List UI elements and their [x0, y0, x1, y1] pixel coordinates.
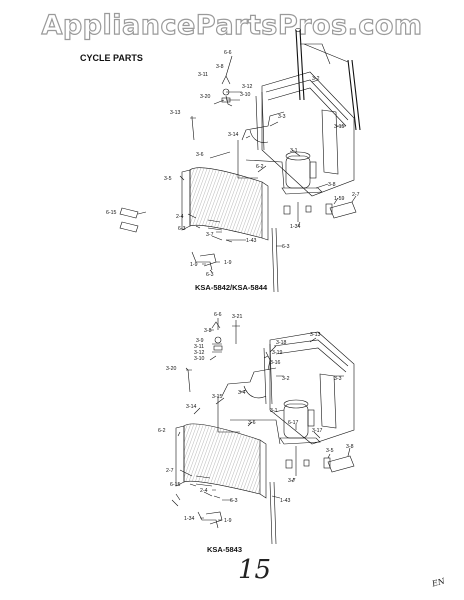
label-6-2-2: 6-2	[158, 428, 166, 434]
label-3-8-3: 3-8	[346, 444, 354, 450]
label-6-17-2: 6-17	[288, 420, 298, 426]
label-3-18: 3-18	[276, 340, 286, 346]
label-6-6-2: 6-6	[214, 312, 222, 318]
label-1-9: 1-9	[224, 260, 232, 266]
label-6-3-2: 6-3	[230, 498, 238, 504]
label-3-12: 3-10	[240, 92, 250, 98]
label-2-4-2: 2-4	[200, 488, 208, 494]
label-3-19: 3-19	[272, 350, 282, 356]
label-3-21: 3-21	[232, 314, 242, 320]
label-1-9-2: 1-9	[224, 518, 232, 524]
label-3-20: 3-13	[170, 110, 180, 116]
label-3-5: 1-59	[334, 196, 344, 202]
diagram-top: 6-6 3-8 3-11 3-12 3-10 3-20 3-13 3-2 3-3…	[106, 28, 361, 293]
label-3-15-2: 3-15	[212, 394, 222, 400]
label-3-20-2: 3-20	[166, 366, 176, 372]
label-3-17: 3-17	[312, 428, 322, 434]
label-3-5-2: 3-5	[326, 448, 334, 454]
label-3-3-2: 3-3	[334, 376, 342, 382]
label-3-8: 3-8	[216, 64, 224, 70]
label-3-13: 3-2	[312, 76, 320, 82]
label-3-6-2: 3-6	[248, 420, 256, 426]
label-2-7-2: 2-7	[166, 468, 174, 474]
label-6-3: 1-43	[246, 238, 256, 244]
label-6-15-2: 6-15	[170, 482, 180, 488]
label-6-6: 6-6	[224, 50, 232, 56]
label-3-1-2: 3-1	[270, 408, 278, 414]
label-1-43: 6-3	[282, 244, 290, 250]
diagram-top-caption: KSA-5842/KSA-5844	[195, 283, 268, 292]
side-rod-part	[347, 59, 361, 131]
label-3-16: 3-16	[270, 360, 280, 366]
label-3-15: 3-14	[228, 132, 238, 138]
condenser-coil-part-2	[263, 331, 355, 445]
label-2-7: 2-4	[176, 214, 184, 220]
label-1-59: 6-15	[106, 210, 116, 216]
label-6-17: 3-1	[290, 148, 298, 154]
handwritten-page-mark: 15	[238, 555, 272, 585]
label-3-12-2: 3-12	[194, 350, 204, 356]
label-6-3-b: 6-3	[206, 272, 214, 278]
small-parts-2	[171, 369, 355, 545]
label-3-7-2: 3-7	[288, 478, 296, 484]
label-3-9: 3-9	[196, 338, 204, 344]
label-3-13-2: 3-13	[310, 332, 320, 338]
label-3-11: 3-12	[242, 84, 252, 90]
section-title: CYCLE PARTS	[80, 53, 143, 63]
label-3-3: 3-15	[334, 124, 344, 130]
label-3-6: 6-2	[256, 164, 264, 170]
label-1-34-2: 1-34	[184, 516, 194, 522]
label-3-7: 1-34	[290, 224, 300, 230]
label-3-1: 3-8	[328, 182, 336, 188]
diagram-bottom: 6-6 3-8 3-21 3-13 3-9 3-11 3-12 3-10 3-1…	[158, 312, 355, 545]
label-6-2: 3-5	[164, 176, 172, 182]
label-3-8-c: 2-7	[352, 192, 360, 198]
label-3-10: 3-20	[200, 94, 210, 100]
compressor-part	[281, 151, 323, 195]
label-3-14-2: 3-14	[186, 404, 196, 410]
label-3-10-2: 3-10	[194, 356, 204, 362]
label-6-15: 6-3	[178, 226, 186, 232]
compressor-part-2	[279, 399, 321, 445]
watermark-logo: AppliancePartsPros.com	[41, 9, 423, 41]
label-3-2-2: 3-2	[282, 376, 290, 382]
evaporator-coil-part	[181, 167, 269, 241]
label-3-8-2: 3-8	[204, 328, 212, 334]
label-3-2: 3-3	[278, 114, 286, 120]
vertical-pipe-part	[295, 28, 305, 101]
label-1-43-2: 1-43	[280, 498, 290, 504]
condenser-coil-part	[255, 71, 355, 197]
small-parts	[119, 117, 357, 293]
label-3-11-2: 3-11	[194, 344, 204, 350]
label-2-4: 3-7	[206, 232, 214, 238]
label-3-4: 3-4	[238, 390, 246, 396]
label-1-34: 1-9	[190, 262, 198, 268]
piping-part	[221, 75, 285, 189]
evaporator-coil-part-2	[175, 423, 267, 499]
label-3-8-b: 3-11	[198, 72, 208, 78]
label-3-14: 3-6	[196, 152, 204, 158]
diagram-bottom-caption: KSA-5843	[207, 545, 243, 554]
